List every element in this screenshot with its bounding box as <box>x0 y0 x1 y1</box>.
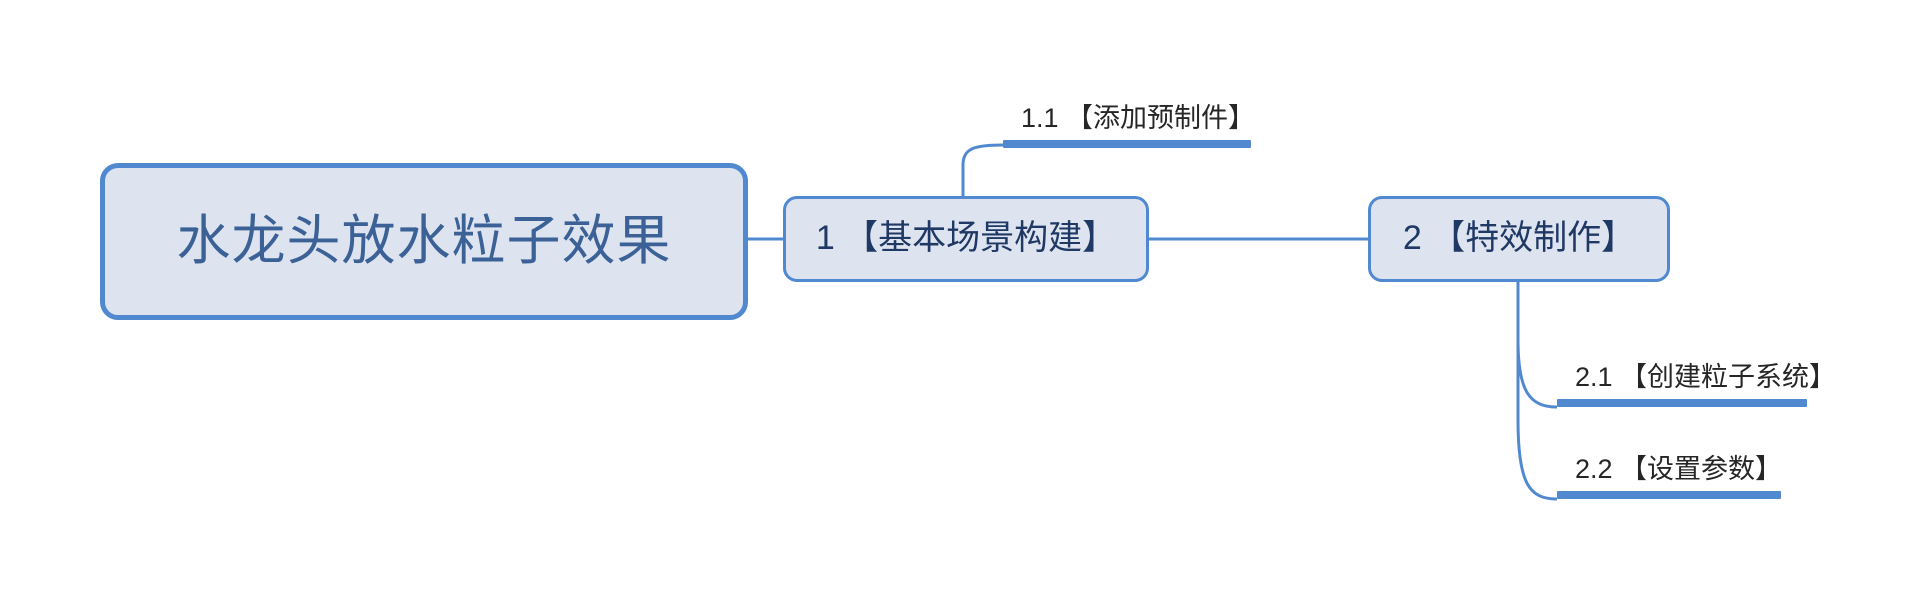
leaf-item-1-1[interactable]: 1.1 【添加预制件】 <box>1003 103 1256 148</box>
connector-node2-to-leaf21 <box>1516 282 1558 409</box>
leaf-item-2-1-underline <box>1557 398 1807 407</box>
leaf-item-2-1-label: 2.1 【创建粒子系统】 <box>1575 362 1837 392</box>
root-node-label: 水龙头放水粒子效果 <box>176 210 672 271</box>
connector-node2-to-leaf22 <box>1516 282 1558 501</box>
leaf-item-2-2-underline <box>1557 490 1781 499</box>
branch-node-1[interactable]: 1 【基本场景构建】 <box>783 196 1149 282</box>
root-node[interactable]: 水龙头放水粒子效果 <box>100 163 748 320</box>
branch-node-1-label: 1 【基本场景构建】 <box>815 219 1117 258</box>
branch-node-2-label: 2 【特效制作】 <box>1402 219 1636 258</box>
leaf-item-2-2-label: 2.2 【设置参数】 <box>1575 454 1783 484</box>
leaf-item-1-1-label: 1.1 【添加预制件】 <box>1021 103 1256 133</box>
leaf-item-2-1[interactable]: 2.1 【创建粒子系统】 <box>1557 362 1837 407</box>
connector-node1-to-leaf11 <box>961 143 1004 196</box>
branch-node-2[interactable]: 2 【特效制作】 <box>1368 196 1670 282</box>
leaf-item-1-1-underline <box>1003 139 1251 148</box>
leaf-item-2-2[interactable]: 2.2 【设置参数】 <box>1557 454 1783 499</box>
